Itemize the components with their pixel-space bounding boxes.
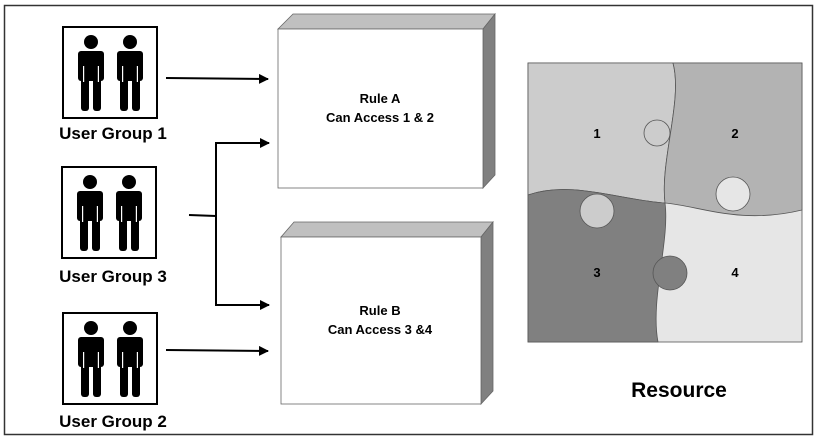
puzzle-piece-3: [527, 189, 667, 343]
user-group-label: User Group 3: [59, 267, 167, 286]
rule-access: Can Access 3 &4: [328, 322, 433, 337]
connector-group3: [188, 214, 217, 217]
user-group-label: User Group 2: [59, 412, 167, 431]
rule-title: Rule A: [360, 91, 401, 106]
user-group-label: User Group 1: [59, 124, 167, 143]
arrow-group2-to-rule-b: [165, 345, 269, 356]
resource-puzzle: 1 2 3 4: [527, 62, 803, 343]
puzzle-tab: [652, 255, 688, 291]
resource-label: Resource: [631, 379, 727, 402]
piece-label: 1: [593, 126, 600, 141]
connectors: [165, 73, 270, 356]
rule-a-box: Rule A Can Access 1 & 2: [277, 12, 496, 190]
puzzle-tab: [643, 119, 671, 147]
arrow-group3-to-rule-b: [215, 216, 270, 310]
piece-label: 2: [731, 126, 738, 141]
arrow-group1-to-rule-a: [165, 73, 269, 84]
user-group-1: User Group 1: [59, 26, 167, 143]
user-group-2: User Group 2: [59, 312, 167, 431]
rule-access: Can Access 1 & 2: [326, 110, 434, 125]
rule-title: Rule B: [359, 303, 400, 318]
puzzle-tab: [715, 176, 751, 212]
puzzle-tab: [579, 193, 615, 229]
piece-label: 4: [731, 265, 739, 280]
arrow-group3-to-rule-a: [215, 138, 270, 216]
piece-label: 3: [593, 265, 600, 280]
rule-b-box: Rule B Can Access 3 &4: [280, 220, 494, 406]
user-group-3: User Group 3: [59, 166, 167, 286]
